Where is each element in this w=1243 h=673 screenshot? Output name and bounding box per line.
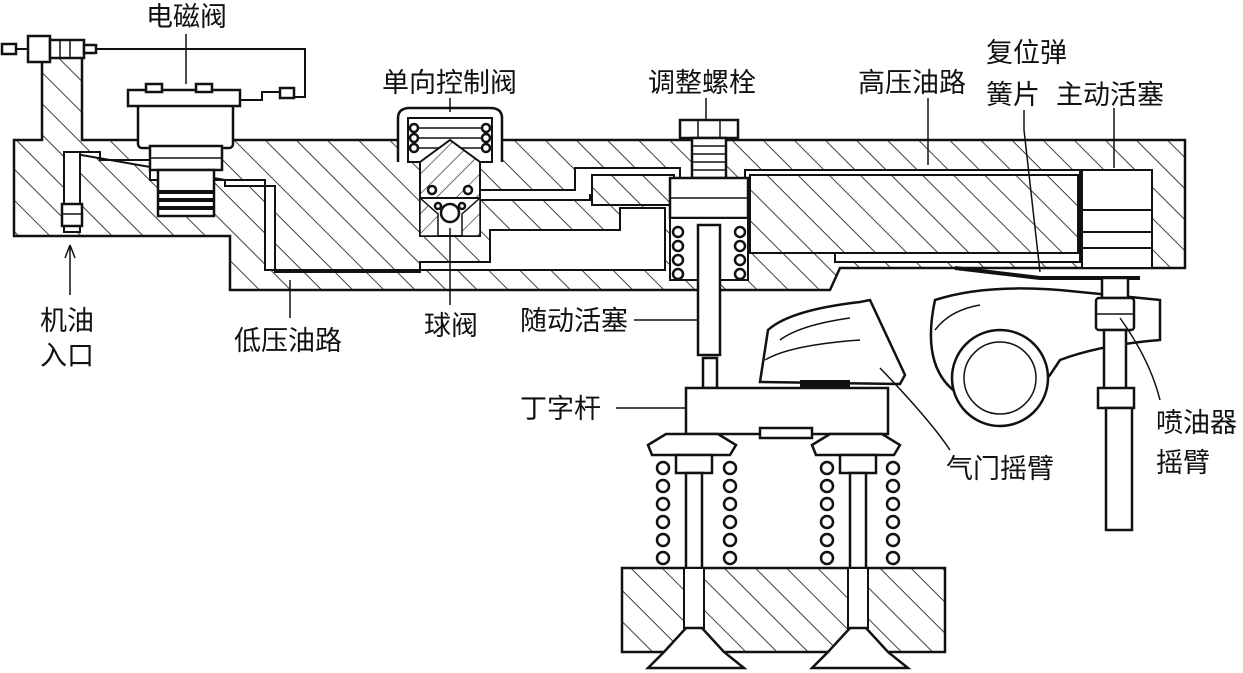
cylinder-head [620, 566, 947, 670]
solenoid-thread [158, 190, 214, 210]
label-high-pressure-line: 高压油路 [858, 68, 966, 99]
label-valve-rocker: 气门摇臂 [946, 454, 1054, 485]
injector-pushrod [1096, 386, 1136, 532]
ball-valve-ball [439, 202, 461, 224]
housing-body [12, 53, 1187, 292]
labels: 电磁阀 单向控制阀 调整螺栓 高压油路 复位弹 簧片 主动活塞 机油 入口 低压… [40, 2, 1237, 485]
check-control-valve [396, 106, 504, 237]
label-check-valve: 单向控制阀 [382, 68, 517, 99]
check-valve-spring [408, 122, 492, 154]
label-slave-piston: 随动活塞 [520, 306, 628, 337]
return-spring-plate [954, 266, 1140, 280]
oil-inlet-fitting [60, 202, 84, 228]
valve-spring-right [810, 432, 902, 575]
electrical-connector [0, 34, 306, 98]
label-adjust-bolt: 调整螺栓 [648, 68, 756, 99]
leader-lines [64, 34, 1161, 451]
valve-head-right [808, 626, 912, 670]
label-injector-rocker-2: 摇臂 [1156, 448, 1210, 479]
adjust-bolt [678, 118, 740, 180]
label-crosshead: 丁字杆 [520, 394, 601, 425]
label-solenoid-valve: 电磁阀 [146, 2, 227, 33]
label-oil-inlet-1: 机油 [40, 306, 94, 337]
label-return-spring-2: 簧片 [986, 80, 1040, 111]
valve-spring-left [646, 432, 738, 575]
solenoid-valve [126, 82, 296, 218]
label-low-pressure-line: 低压油路 [234, 326, 342, 357]
label-injector-rocker-1: 喷油器 [1156, 408, 1237, 439]
label-master-piston: 主动活塞 [1056, 80, 1164, 111]
slave-piston-assembly [668, 176, 750, 357]
valve-head-left [644, 626, 748, 670]
injector-adjust-nut [1094, 276, 1136, 392]
valve-rocker-arm [758, 298, 907, 388]
slave-piston [696, 223, 722, 357]
slave-piston-spring [671, 225, 747, 281]
label-ball-valve: 球阀 [424, 311, 478, 342]
crosshead [684, 356, 890, 440]
label-return-spring-1: 复位弹 [986, 38, 1067, 69]
label-oil-inlet-2: 入口 [40, 341, 94, 372]
